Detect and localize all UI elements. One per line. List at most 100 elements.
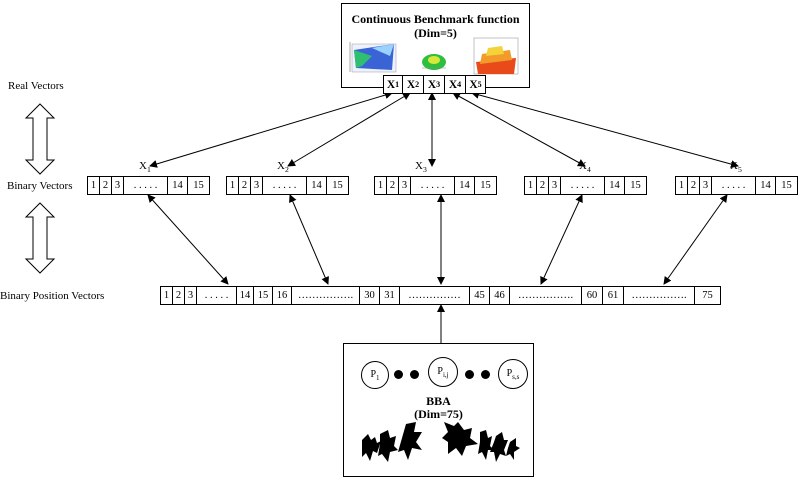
- bba-box: P1 Pi,j Ps,s BBA (Dim=75): [343, 343, 534, 477]
- binary-vector-x5: 1 2 3 . . . . . 14 15: [675, 176, 798, 195]
- binary-cell: 15: [332, 180, 343, 191]
- position-cell: 3: [185, 287, 197, 304]
- position-cell: ……………: [400, 287, 470, 304]
- binary-cell: 15: [630, 180, 641, 191]
- binary-cell: 14: [756, 177, 776, 194]
- position-cell: …………….: [624, 287, 695, 304]
- label-real-vectors: Real Vectors: [8, 80, 64, 92]
- bat-icon: [506, 438, 520, 460]
- binary-vector-label-x2: X2: [277, 160, 289, 175]
- benchmark-title: Continuous Benchmark function: [351, 12, 520, 26]
- binary-cell: . . . . .: [561, 177, 605, 194]
- binary-cell: 1: [227, 177, 239, 194]
- bat-icon: [398, 422, 422, 460]
- position-cell: 16: [273, 287, 292, 304]
- binary-vector-x1: 1 2 3 . . . . . 14 15: [87, 176, 210, 195]
- binary-cell: 3: [251, 177, 263, 194]
- binary-cell: 1: [525, 177, 537, 194]
- ellipsis-dot: [394, 370, 403, 379]
- position-cell: …………….: [510, 287, 582, 304]
- position-cell: . . . . .: [197, 287, 237, 304]
- binary-vector-x3: 1 2 3 . . . . . 14 15: [374, 176, 497, 195]
- arrow-x1-real: [149, 91, 393, 168]
- binary-cell: 3: [549, 177, 561, 194]
- binary-cell: 3: [112, 177, 124, 194]
- ellipsis-dot: [481, 370, 490, 379]
- arrow-x2-pos: [289, 194, 329, 285]
- surface-plot-1: [349, 42, 397, 73]
- binary-vector-label-x1: X1: [139, 160, 151, 175]
- arrow-x5-pos: [663, 194, 728, 285]
- binary-vector-x4: 1 2 3 . . . . . 14 15: [524, 176, 647, 195]
- bat-icon: [490, 432, 508, 462]
- binary-cell: 2: [537, 177, 549, 194]
- binary-cell: . . . . .: [263, 177, 307, 194]
- position-cell: …………….: [292, 287, 360, 304]
- arrow-x5-real: [471, 90, 739, 169]
- binary-cell: 14: [307, 177, 327, 194]
- ellipsis-dot: [465, 370, 474, 379]
- hollow-arrow-upper: [24, 103, 56, 175]
- particle-pij: Pi,j: [428, 357, 458, 387]
- binary-cell: 2: [387, 177, 399, 194]
- binary-position-vector: 1 2 3 . . . . . 14 15 16 ……………. 30 31 ………: [160, 286, 721, 305]
- binary-cell: 1: [88, 177, 100, 194]
- surface-plot-2: [422, 54, 446, 70]
- particle-label: Ps,s: [506, 367, 520, 381]
- bat-icon: [378, 430, 398, 462]
- bba-dim: (Dim=75): [414, 407, 463, 421]
- binary-cell: 15: [480, 180, 491, 191]
- benchmark-dim: (Dim=5): [414, 26, 457, 40]
- arrow-x4-real: [452, 92, 586, 167]
- position-cell: 45: [470, 287, 490, 304]
- position-cell: 31: [380, 287, 400, 304]
- surface-plot-3: [473, 37, 519, 75]
- position-cell: 15: [254, 287, 273, 304]
- position-cell: 30: [360, 287, 380, 304]
- binary-cell: 2: [100, 177, 112, 194]
- position-cell: 2: [173, 287, 185, 304]
- arrow-x4-pos: [540, 194, 583, 285]
- binary-cell: 2: [688, 177, 700, 194]
- binary-vector-x2: 1 2 3 . . . . . 14 15: [226, 176, 349, 195]
- binary-cell: 14: [605, 177, 625, 194]
- binary-cell: 15: [781, 180, 792, 191]
- binary-cell: 15: [193, 180, 204, 191]
- arrow-x1-pos: [147, 194, 229, 285]
- arrow-x2-real: [287, 92, 411, 167]
- particle-label: Pi,j: [437, 365, 449, 379]
- label-binary-position-vectors: Binary Position Vectors: [0, 290, 105, 302]
- position-cell: 1: [161, 287, 173, 304]
- binary-vector-label-x5: X5: [730, 160, 742, 175]
- ellipsis-dot: [410, 370, 419, 379]
- binary-cell: 1: [375, 177, 387, 194]
- binary-cell: 14: [168, 177, 188, 194]
- binary-cell: 2: [239, 177, 251, 194]
- particle-p1: P1: [361, 361, 389, 389]
- bba-title: BBA: [426, 394, 451, 408]
- particle-pss: Ps,s: [498, 359, 528, 389]
- particle-label: P1: [370, 368, 380, 382]
- hollow-arrow-lower: [24, 202, 56, 274]
- position-cell: 46: [490, 287, 510, 304]
- binary-vector-label-x4: X4: [579, 160, 591, 175]
- position-cell: 14: [237, 287, 254, 304]
- binary-vector-label-x3: X3: [415, 160, 427, 175]
- bat-icon: [442, 422, 478, 456]
- position-cell: 61: [603, 287, 624, 304]
- benchmark-box: Continuous Benchmark function (Dim=5): [341, 3, 530, 88]
- bat-icon: [478, 430, 494, 460]
- binary-cell: 3: [700, 177, 712, 194]
- benchmark-surface-plots: [349, 37, 519, 75]
- binary-cell: 3: [399, 177, 411, 194]
- binary-cell: . . . . .: [712, 177, 756, 194]
- binary-cell: . . . . .: [411, 177, 455, 194]
- position-cell: 75: [702, 290, 713, 301]
